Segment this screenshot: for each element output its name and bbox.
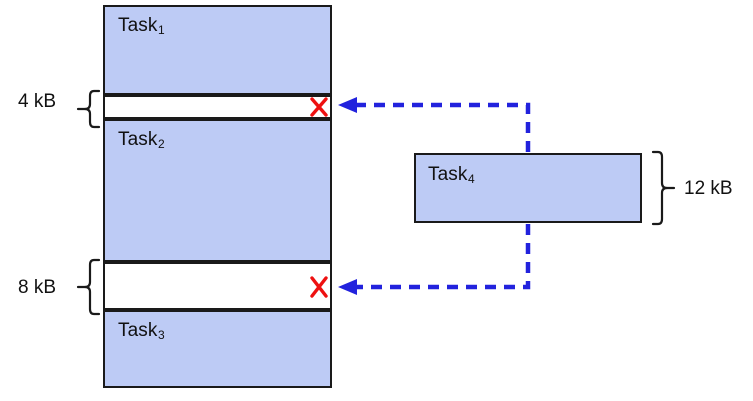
hole-4kb-brace xyxy=(76,89,101,129)
incoming-task4-size-label: 12 kB xyxy=(684,178,733,199)
x-icon-hole-4kb xyxy=(310,97,328,117)
memory-block-task3-label: Task3 xyxy=(118,320,165,342)
incoming-task4-brace xyxy=(651,150,676,226)
memory-block-task2-label: Task2 xyxy=(118,129,165,151)
incoming-task4-block xyxy=(414,153,642,223)
memory-block-task2 xyxy=(103,119,332,262)
memory-hole-8kb xyxy=(103,262,332,310)
hole-8kb-brace xyxy=(76,258,101,316)
hole-8kb-size-label: 8 kB xyxy=(18,277,57,298)
memory-hole-4kb xyxy=(103,95,332,119)
memory-block-task1-label: Task1 xyxy=(118,15,165,37)
hole-4kb-size-label: 4 kB xyxy=(18,91,57,112)
memory-block-task1 xyxy=(103,5,332,95)
memory-block-task3 xyxy=(103,310,332,388)
incoming-task4-label: Task4 xyxy=(428,164,475,186)
x-icon-hole-8kb xyxy=(310,276,328,298)
